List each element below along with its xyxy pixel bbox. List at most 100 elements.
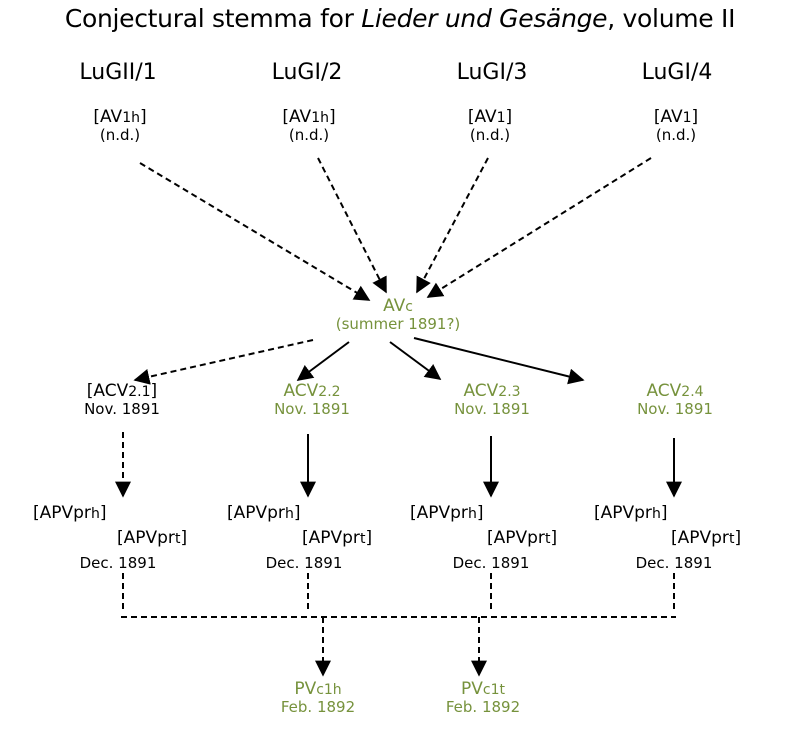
print-node-pvc1t: PVc1t Feb. 1892 — [445, 679, 521, 717]
proof-h-3: [APVprh] — [410, 505, 483, 522]
proof-t-4: [APVprt] — [671, 530, 741, 547]
copy-date: Nov. 1891 — [274, 400, 350, 419]
copy-siglum: [ACV — [86, 381, 129, 401]
proof-date-4: Dec. 1891 — [635, 554, 713, 572]
source-date: (n.d.) — [469, 126, 511, 145]
edge-source2-to-avc — [317, 157, 387, 294]
central-node-avc: AVc (summer 1891?) — [335, 296, 461, 334]
bracket-close: ] — [691, 107, 699, 127]
copy-node-4: ACV2.4 Nov. 1891 — [637, 381, 713, 419]
copy-siglum: ACV — [646, 381, 682, 401]
proof-date-2: Dec. 1891 — [265, 554, 343, 572]
copy-subscript: 2.3 — [498, 384, 521, 400]
proof-h-1: [APVprh] — [33, 505, 106, 522]
source-subscript: 1 — [682, 110, 692, 126]
bracket-close: ] — [660, 503, 668, 523]
proof-t-3: [APVprt] — [487, 530, 557, 547]
proof-subscript: t — [544, 531, 551, 547]
proof-siglum: [APVpr — [117, 528, 175, 548]
proof-subscript: h — [651, 506, 661, 522]
proof-subscript: h — [90, 506, 100, 522]
title-text: Conjectural stemma for — [64, 4, 362, 33]
bracket-close: ] — [180, 528, 188, 548]
proof-t-2: [APVprt] — [302, 530, 372, 547]
bracket-close: ] — [550, 528, 558, 548]
proof-date-1: Dec. 1891 — [79, 554, 157, 572]
source-subscript: 1h — [311, 110, 329, 126]
proof-date-3: Dec. 1891 — [452, 554, 530, 572]
proof-subscript: t — [174, 531, 181, 547]
edge-avc-to-acv22 — [296, 341, 350, 381]
print-date: Feb. 1892 — [445, 698, 521, 717]
edge-avc-to-acv23 — [389, 341, 442, 380]
source-date: (n.d.) — [99, 126, 141, 145]
proof-siglum: [APVpr — [410, 503, 468, 523]
bracket-close: ] — [365, 528, 373, 548]
proof-siglum: [APVpr — [302, 528, 360, 548]
copy-date: Nov. 1891 — [637, 400, 713, 419]
copy-subscript: 2.1 — [128, 384, 151, 400]
source-siglum: [AV — [282, 107, 312, 127]
central-siglum: AV — [383, 296, 406, 316]
proof-h-4: [APVprh] — [594, 505, 667, 522]
source-node-3: [AV1] (n.d.) — [467, 107, 513, 145]
source-subscript: 1 — [496, 110, 506, 126]
bracket-close: ] — [150, 381, 158, 401]
copy-siglum: ACV — [463, 381, 499, 401]
print-siglum: PV — [294, 679, 317, 699]
central-date: (summer 1891?) — [335, 315, 461, 334]
copy-subscript: 2.2 — [318, 384, 341, 400]
proof-siglum: [APVpr — [671, 528, 729, 548]
edge-source3-to-avc — [416, 157, 489, 294]
copy-date: Nov. 1891 — [454, 400, 530, 419]
source-node-2: [AV1h] (n.d.) — [282, 107, 336, 145]
copy-node-3: ACV2.3 Nov. 1891 — [454, 381, 530, 419]
proof-t-1: [APVprt] — [117, 530, 187, 547]
bracket-close: ] — [734, 528, 742, 548]
proof-subscript: t — [728, 531, 735, 547]
source-date: (n.d.) — [288, 126, 330, 145]
source-date: (n.d.) — [655, 126, 697, 145]
title-suffix: , volume II — [607, 4, 736, 33]
proof-siglum: [APVpr — [33, 503, 91, 523]
copy-siglum: ACV — [283, 381, 319, 401]
print-subscript: c1h — [316, 682, 342, 698]
copy-subscript: 2.4 — [681, 384, 704, 400]
proof-siglum: [APVpr — [227, 503, 285, 523]
source-siglum: [AV — [653, 107, 683, 127]
print-node-pvc1h: PVc1h Feb. 1892 — [280, 679, 356, 717]
bracket-close: ] — [139, 107, 147, 127]
copy-date: Nov. 1891 — [84, 400, 160, 419]
proof-subscript: h — [467, 506, 477, 522]
source-siglum: [AV — [467, 107, 497, 127]
bracket-close: ] — [476, 503, 484, 523]
title-work-name: Lieder und Gesänge — [361, 4, 608, 33]
column-header-2: LuGI/2 — [271, 60, 343, 85]
bracket-close: ] — [328, 107, 336, 127]
copy-node-1: [ACV2.1] Nov. 1891 — [84, 381, 160, 419]
edge-source4-to-avc — [426, 157, 652, 298]
column-header-3: LuGI/3 — [456, 60, 528, 85]
central-subscript: c — [405, 299, 413, 315]
bracket-close: ] — [505, 107, 513, 127]
source-subscript: 1h — [122, 110, 140, 126]
print-date: Feb. 1892 — [280, 698, 356, 717]
copy-node-2: ACV2.2 Nov. 1891 — [274, 381, 350, 419]
proof-h-2: [APVprh] — [227, 505, 300, 522]
print-subscript: c1t — [482, 682, 505, 698]
print-siglum: PV — [461, 679, 483, 699]
proof-siglum: [APVpr — [487, 528, 545, 548]
bracket-close: ] — [293, 503, 301, 523]
proof-siglum: [APVpr — [594, 503, 652, 523]
source-siglum: [AV — [93, 107, 123, 127]
diagram-title: Conjectural stemma for Lieder und Gesäng… — [0, 4, 800, 33]
proof-subscript: h — [284, 506, 294, 522]
source-node-1: [AV1h] (n.d.) — [93, 107, 147, 145]
edge-avc-to-acv21 — [133, 339, 314, 385]
bracket-close: ] — [99, 503, 107, 523]
column-header-1: LuGII/1 — [79, 60, 157, 85]
column-header-4: LuGI/4 — [641, 60, 713, 85]
source-node-4: [AV1] (n.d.) — [653, 107, 699, 145]
edge-avc-to-acv24 — [413, 337, 585, 385]
